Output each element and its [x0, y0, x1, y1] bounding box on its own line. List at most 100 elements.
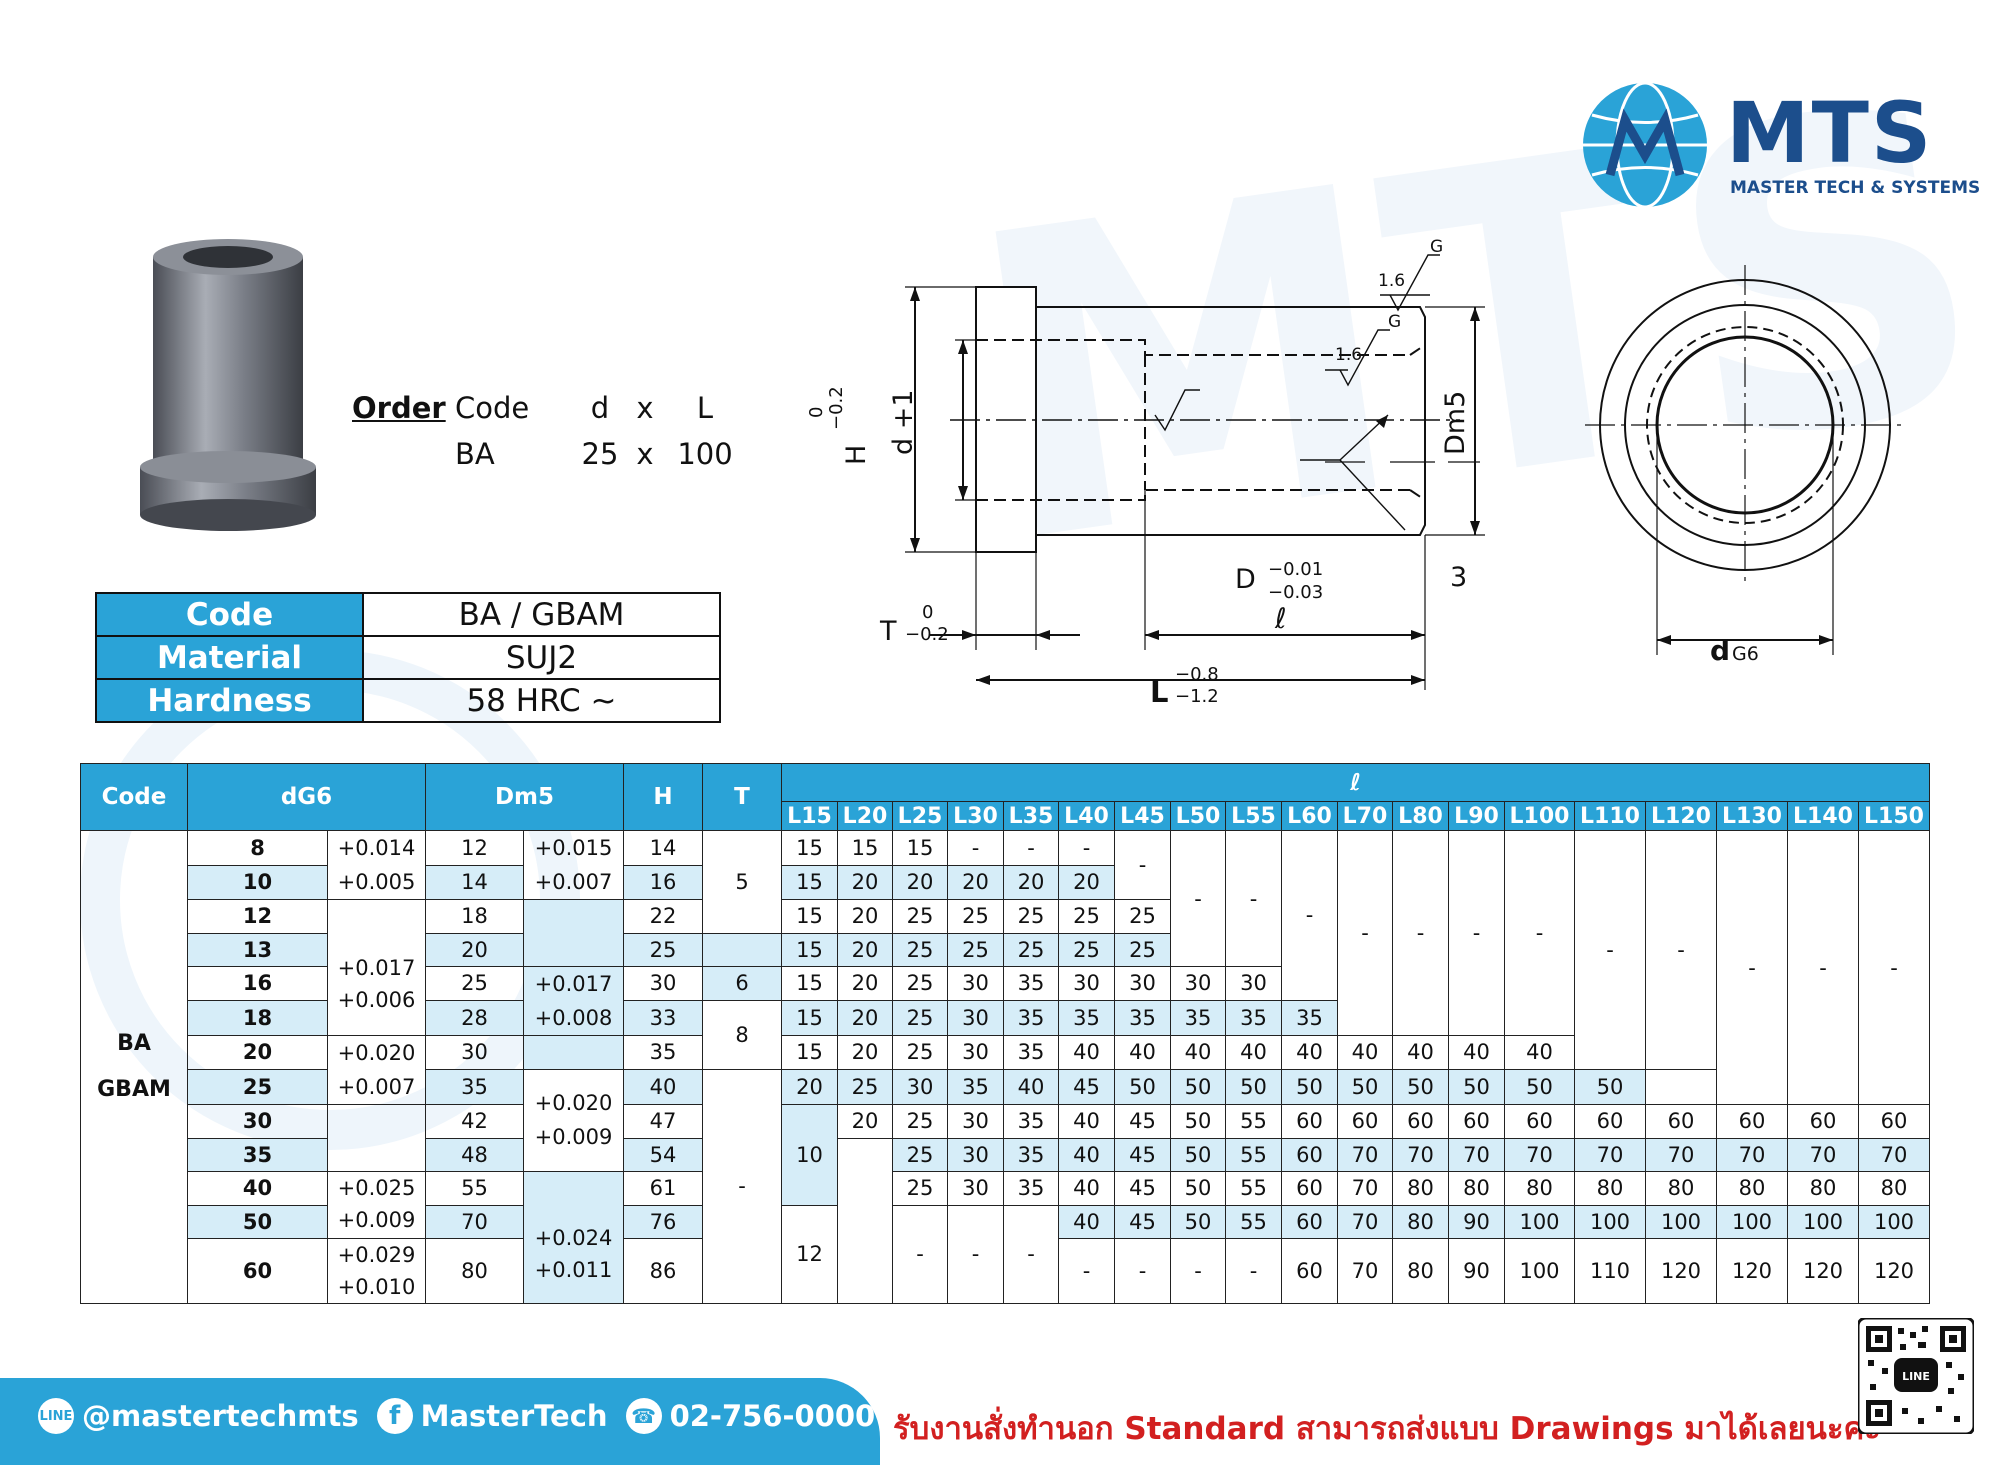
- l-tol-up: −0.8: [1175, 664, 1219, 685]
- cell-l: 20: [892, 864, 948, 900]
- facebook-link[interactable]: MasterTech: [420, 1399, 608, 1433]
- cell-H: 25: [623, 932, 703, 967]
- cell-l: 100: [1504, 1238, 1575, 1304]
- footer-contacts: LINE @mastertechmts f MasterTech ☎ 02-75…: [38, 1398, 875, 1434]
- cell-dtol: [327, 1104, 426, 1172]
- cell-l: 15: [781, 899, 838, 934]
- g-label-top: G: [1430, 237, 1443, 257]
- line-id-link[interactable]: @mastertechmts: [82, 1399, 359, 1433]
- cell-l: 40: [1003, 1068, 1059, 1105]
- cell-l: 15: [892, 830, 948, 866]
- code-gbam: GBAM: [97, 1077, 171, 1102]
- cell-d: 16: [187, 966, 328, 1001]
- cell-l: 35: [1058, 999, 1115, 1036]
- cell-H: 40: [623, 1068, 703, 1105]
- cell-l: 50: [1504, 1068, 1575, 1105]
- col-header-l: L50: [1170, 801, 1226, 831]
- col-header-t: T: [702, 763, 782, 831]
- col-header-dm5: Dm5: [425, 763, 624, 831]
- cell-l: 50: [1392, 1068, 1449, 1105]
- cell-l: 70: [1574, 1137, 1646, 1172]
- cell-l: 25: [892, 966, 948, 1001]
- phone-link[interactable]: 02-756-0000: [669, 1399, 876, 1433]
- cell-l: 50: [1337, 1068, 1393, 1105]
- col-header-l: L90: [1448, 801, 1505, 831]
- cell-l: 30: [947, 966, 1004, 1001]
- cell-T: 5: [702, 830, 782, 934]
- cell-l: 25: [947, 932, 1004, 967]
- cell-l: 25: [1114, 932, 1171, 967]
- col-header-l: L70: [1337, 801, 1393, 831]
- cell-l: 20: [837, 966, 893, 1001]
- cell-l: 35: [1225, 999, 1282, 1036]
- cell-l: 40: [1058, 1035, 1115, 1070]
- cell-l: 60: [1858, 1104, 1930, 1139]
- d1-label: d +1: [888, 389, 919, 455]
- cell-l: 30: [947, 1171, 1004, 1206]
- cell-l: 50: [1170, 1137, 1226, 1172]
- cell-l: -: [1574, 830, 1646, 1070]
- cell-l: 80: [1448, 1171, 1505, 1206]
- cell-H: 54: [623, 1137, 703, 1172]
- cell-l: 50: [1170, 1068, 1226, 1105]
- cell-l: 20: [1003, 864, 1059, 900]
- cell-l: 50: [1225, 1068, 1282, 1105]
- cell-d: 10: [187, 864, 328, 900]
- cell-l: 30: [1225, 966, 1282, 1001]
- cell-H: 35: [623, 1035, 703, 1070]
- brand-name: MTS: [1726, 84, 1934, 182]
- qr-code-icon[interactable]: LINE: [1858, 1318, 1974, 1434]
- order-example: Order Code d x L BA 25 x 100: [352, 385, 745, 477]
- cell-l: 25: [1114, 899, 1171, 934]
- cell-l: 25: [1003, 899, 1059, 934]
- cell-l: 15: [781, 1035, 838, 1070]
- cell-l: 15: [781, 864, 838, 900]
- cell-l: 50: [1574, 1068, 1646, 1105]
- cell-T: 8: [702, 999, 782, 1070]
- cell-l: 35: [1003, 1137, 1059, 1172]
- footer-message: รับงานสั่งทำนอก Standard สามารถส่งแบบ Dr…: [893, 1411, 1881, 1447]
- dg6-sub: G6: [1732, 643, 1759, 665]
- table-row: 35 48 54 25 30 35 40 45 50 55 60 70 70 7…: [81, 1137, 1930, 1304]
- cell-l: 100: [1645, 1204, 1717, 1239]
- product-photo: [140, 239, 316, 531]
- cell-T-empty: [702, 933, 782, 967]
- cell-l: 100: [1574, 1204, 1646, 1239]
- cell-l: 60: [1392, 1104, 1449, 1139]
- cell-l: 40: [1058, 1171, 1115, 1206]
- code-ba: BA: [117, 1031, 151, 1056]
- col-header-h: H: [623, 763, 703, 831]
- cell-l: 45: [1114, 1204, 1171, 1239]
- rough-label-bottom: 1.6: [1335, 345, 1362, 365]
- cell-l: 20: [837, 899, 893, 934]
- order-col-x: x: [636, 391, 654, 425]
- cell-l: 25: [837, 1068, 893, 1105]
- cell-dtol: +0.020+0.007: [327, 1035, 426, 1105]
- cell-l: 35: [947, 1068, 1004, 1105]
- cell-dtol: +0.029+0.010: [327, 1238, 426, 1304]
- cell-l: 60: [1281, 1137, 1338, 1172]
- cell-d: 8: [187, 830, 328, 866]
- cell-l: 25: [892, 1137, 948, 1172]
- l-tol-dn: −1.2: [1175, 686, 1219, 707]
- cell-D: 48: [425, 1137, 524, 1172]
- cell-d: 12: [187, 899, 328, 934]
- cell-l: 80: [1392, 1171, 1449, 1206]
- cell-l: 80: [1645, 1171, 1717, 1206]
- cell-Dtol: +0.017+0.008: [523, 966, 624, 1036]
- cell-T: 10: [781, 1104, 838, 1206]
- table-row: 50 70 76 12 - - - 40 45 50 55 60 70 80 9…: [81, 1204, 1930, 1304]
- t-label: T: [879, 616, 897, 647]
- cell-l: 50: [1281, 1068, 1338, 1105]
- cell-D: 80: [425, 1238, 524, 1304]
- dg6-label: d: [1710, 634, 1730, 667]
- col-header-l: L40: [1058, 801, 1115, 831]
- col-header-l: L150: [1858, 801, 1930, 831]
- cell-H: 61: [623, 1171, 703, 1206]
- cell-l: -: [1858, 830, 1930, 1105]
- cell-l: 60: [1337, 1104, 1393, 1139]
- g-label-bottom: G: [1388, 312, 1401, 332]
- cell-l: -: [1114, 1238, 1171, 1304]
